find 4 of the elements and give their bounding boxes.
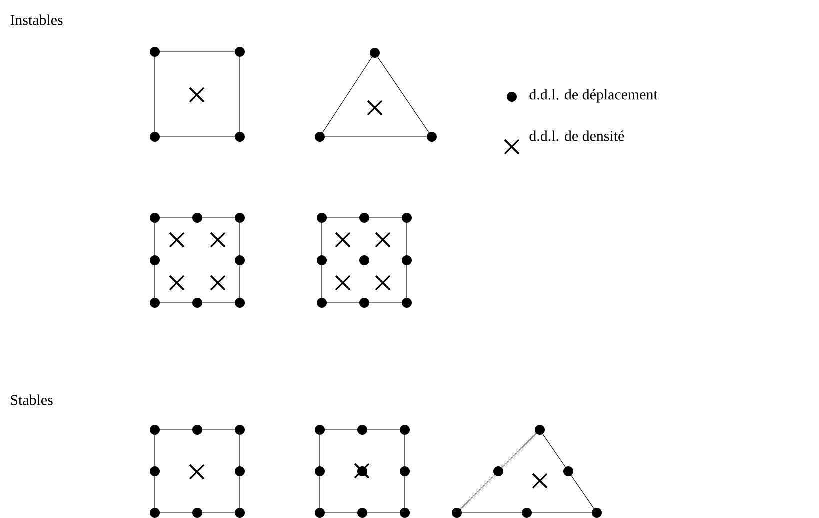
legend-label: d.d.l. de déplacement [530, 89, 658, 103]
section-label: Stables [11, 394, 53, 406]
legend-label: d.d.l. de densité [530, 130, 624, 142]
section-label: Instables [10, 14, 63, 26]
